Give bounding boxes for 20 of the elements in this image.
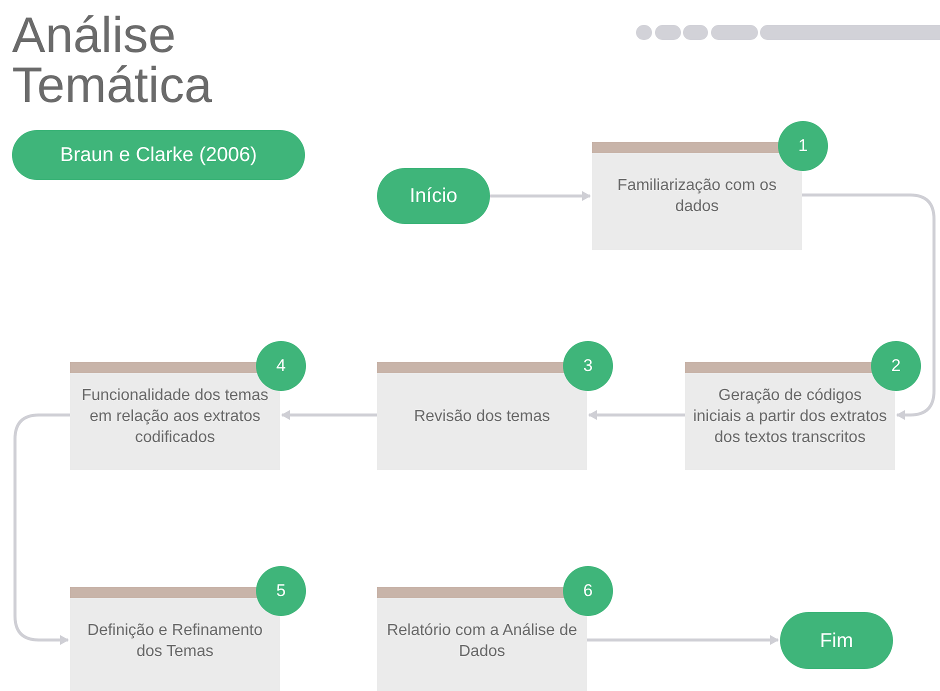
arrow bbox=[281, 410, 377, 420]
terminal-pill: Fim bbox=[780, 612, 893, 669]
terminal-pill: Início bbox=[377, 168, 490, 224]
step-text: Revisão dos temas bbox=[414, 406, 550, 426]
terminal-pill: Braun e Clarke (2006) bbox=[12, 130, 305, 180]
step-number-badge: 2 bbox=[871, 341, 921, 391]
arrow bbox=[588, 410, 685, 420]
arrow bbox=[802, 194, 936, 420]
arrow bbox=[490, 191, 591, 201]
step-number-badge: 4 bbox=[256, 341, 306, 391]
step-number-badge: 3 bbox=[563, 341, 613, 391]
step-number-badge: 1 bbox=[778, 121, 828, 171]
step-text: Definição e Refinamento dos Temas bbox=[86, 621, 264, 662]
step-number-badge: 5 bbox=[256, 566, 306, 616]
arrow bbox=[14, 414, 70, 645]
title: Análise Temática bbox=[12, 10, 214, 110]
arrow bbox=[587, 635, 779, 645]
step-text: Familiarização com os dados bbox=[616, 176, 778, 217]
step-number-badge: 6 bbox=[563, 566, 613, 616]
step-text: Relatório com a Análise de Dados bbox=[386, 621, 578, 662]
